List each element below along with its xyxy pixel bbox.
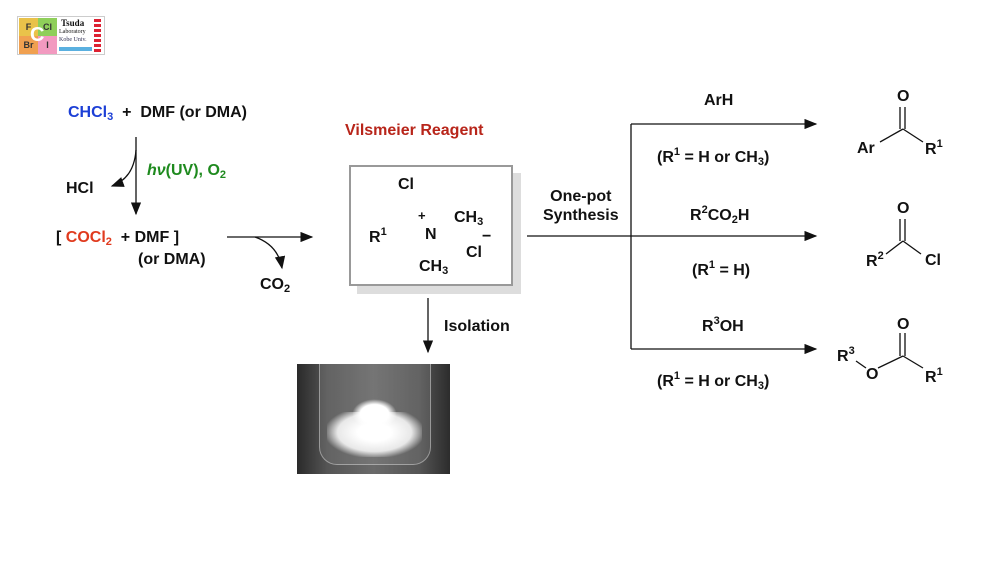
photolysis-conditions: hν(UV), O2: [147, 162, 227, 181]
vilsmeier-title: Vilsmeier Reagent: [345, 122, 484, 139]
reagent-cl-top: Cl: [398, 176, 414, 193]
ester-o-link: O: [866, 366, 879, 383]
ester-r1: R1: [925, 366, 943, 386]
route-ester-condition: (R1 = H or CH3): [657, 370, 770, 392]
cocl2: COCl2: [65, 229, 112, 248]
reagent-n: N: [425, 226, 437, 243]
plus-sign: +: [122, 104, 132, 121]
reagent-r1: R1: [369, 226, 387, 246]
logo-cell-br: Br: [19, 36, 38, 54]
logo-cell-i: I: [38, 36, 57, 54]
minus-charge: −: [482, 228, 492, 245]
plus-charge: +: [418, 208, 426, 223]
isolation-label: Isolation: [444, 318, 510, 335]
logo-cell-f: F: [19, 18, 38, 36]
hcl-byproduct: HCl: [66, 180, 94, 197]
logo-center-c: C: [30, 24, 45, 46]
or-dma-label: (or DMA): [138, 251, 206, 268]
intermediate-mixture: [ COCl2 + DMF ]: [56, 229, 180, 248]
reagent-crystals-photo: [297, 364, 450, 474]
port-tower-icon: [94, 19, 101, 52]
reagent-ch3-a: CH3: [454, 209, 484, 228]
start-reagents: CHCl3 + DMF (or DMA): [68, 104, 247, 123]
co2-byproduct: CO2: [260, 276, 291, 295]
route-ketone-reagent: ArH: [704, 92, 734, 109]
dmf-dma: DMF (or DMA): [140, 104, 247, 121]
route-acid-reagent: R2CO2H: [690, 204, 750, 226]
ketone-ar: Ar: [857, 140, 875, 157]
ester-r3: R3: [837, 345, 855, 365]
acid-chloride-o: O: [897, 200, 910, 217]
vilsmeier-structure-box: [349, 165, 513, 286]
logo-text-1: Tsuda: [61, 18, 85, 28]
route-acid-condition: (R1 = H): [692, 259, 751, 279]
arrow-hcl-release: [110, 149, 137, 187]
acid-chloride-r2: R2: [866, 250, 884, 270]
reagent-ch3-b: CH3: [419, 258, 449, 277]
route-ketone-condition: (R1 = H or CH3): [657, 146, 770, 168]
acid-chloride-cl: Cl: [925, 252, 941, 269]
route-ester-reagent: R3OH: [702, 315, 744, 335]
ketone-r1: R1: [925, 138, 943, 158]
logo-cell-cl: Cl: [38, 18, 57, 36]
logo-wave: [59, 47, 92, 51]
ester-o-carbonyl: O: [897, 316, 910, 333]
arrow-co2-release: [254, 236, 286, 270]
chcl3: CHCl3: [68, 104, 114, 123]
logo-text-2: Laboratory: [59, 29, 86, 35]
logo-text-3: Kobe Univ.: [59, 37, 87, 43]
ketone-o: O: [897, 88, 910, 105]
chloride-anion: Cl: [466, 244, 482, 261]
lab-logo: F Cl Br I C Tsuda Laboratory Kobe Univ.: [17, 16, 105, 55]
